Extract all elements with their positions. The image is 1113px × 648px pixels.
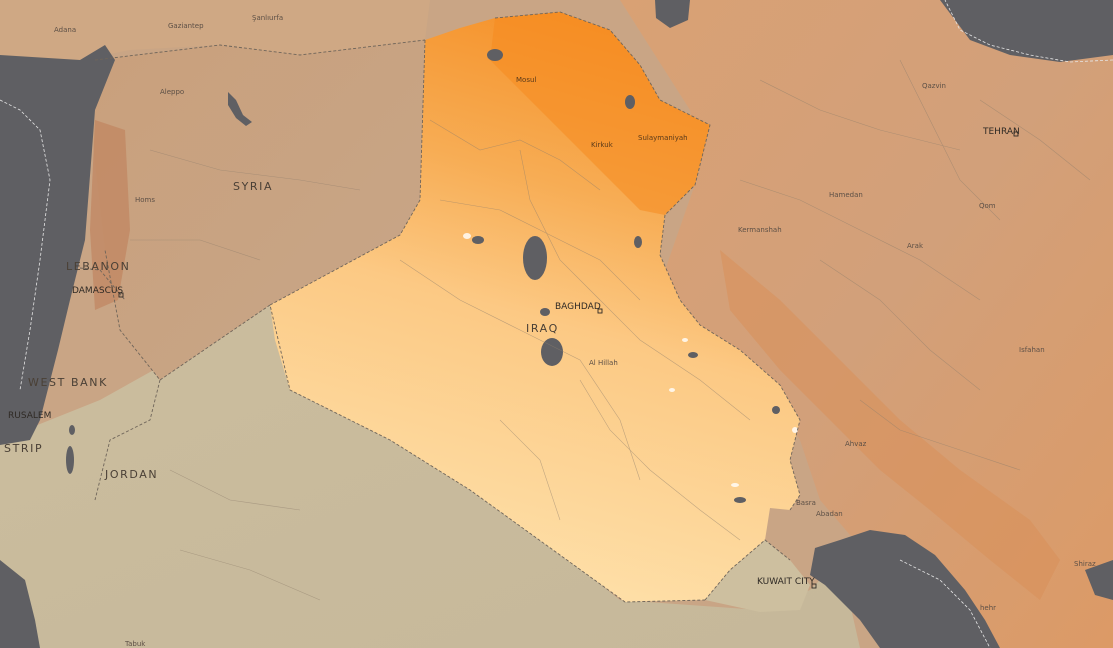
label-jerusalem: RUSALEM [8,411,51,421]
label-kermanshah: Kermanshah [738,226,782,234]
dead-sea [66,446,74,474]
saudi-desert-region [0,305,860,648]
label-qom: Qom [979,202,996,210]
lake-marsh-2 [772,406,780,414]
marsh-white-3 [731,483,739,487]
label-kirkuk: Kirkuk [591,141,614,149]
label-syria: SYRIA [233,180,273,193]
sea-of-galilee [69,425,75,435]
label-lebanon: LEBANON [66,260,130,273]
marsh-white-5 [792,427,798,433]
mediterranean-sea [0,45,115,445]
label-baghdad: BAGHDAD [555,302,601,312]
label-shiraz: Shiraz [1074,560,1096,568]
lake-tharthar [523,236,547,280]
label-homs: Homs [135,196,155,204]
lake-hamrin [634,236,642,248]
label-west-bank: WEST BANK [28,376,108,389]
turkey-region [0,0,430,60]
syria-region [90,40,425,380]
label-kuwait-city: KUWAIT CITY [757,577,815,587]
gulf-of-aqaba [0,560,40,648]
marker-tehran [1013,131,1019,137]
label-qazvin: Qazvin [922,82,946,90]
label-tabuk: Tabuk [124,640,146,648]
label-arak: Arak [907,242,924,250]
lake-habbaniyah [540,308,550,316]
lake-mosul [487,49,503,61]
iran-region [620,0,1113,648]
lake-marsh-1 [688,352,698,358]
label-jordan: JORDAN [104,468,158,481]
label-sulaymaniyah: Sulaymaniyah [638,134,688,142]
admin-boundaries [130,59,1091,601]
lake-dukan [625,95,635,109]
kuwait-region [705,540,810,612]
international-borders [79,11,801,603]
marker-damascus [118,292,124,298]
caspian-sea [940,0,1113,62]
label-basra: Basra [796,499,816,507]
label-bushehr: hehr [980,604,996,612]
marsh-white-1 [463,233,471,239]
label-gaziantep: Gaziantep [168,22,204,30]
label-ahvaz: Ahvaz [845,440,867,448]
label-al-hillah: Al Hillah [589,359,618,367]
label-iraq: IRAQ [526,322,559,335]
label-adana: Adana [54,26,76,34]
label-isfahan: Isfahan [1019,346,1045,354]
marsh-white-2 [682,338,688,342]
label-abadan: Abadan [816,510,843,518]
gulf-corner [1085,560,1113,600]
marsh-white-4 [669,388,675,392]
label-sanliurfa: Şanlıurfa [252,14,283,22]
label-damascus: DAMASCUS [72,286,123,296]
marker-baghdad [597,308,603,314]
marker-kuwait-city [811,583,817,589]
lebanon-mountains [90,120,130,310]
label-aleppo: Aleppo [160,88,184,96]
label-tehran: TEHRAN [982,127,1020,137]
label-gaza-strip: STRIP [4,442,43,455]
label-hamedan: Hamedan [829,191,863,199]
zagros-band [720,250,1060,600]
lake-van [655,0,690,28]
iraq-kurdistan-shade [490,12,710,215]
lake-razazza [541,338,563,366]
lake-qadisiyah [472,236,484,244]
label-mosul: Mosul [516,76,536,84]
persian-gulf [810,530,1000,648]
lake-assad [228,92,252,126]
lake-marsh-3 [734,497,746,503]
